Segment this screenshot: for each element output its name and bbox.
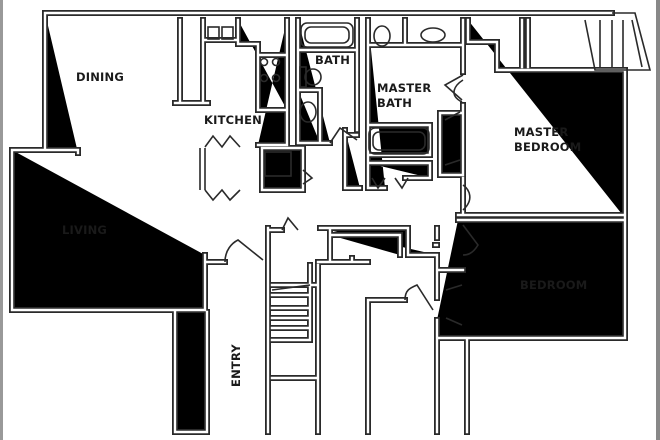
burner-icon — [271, 73, 281, 83]
room-label-dining: DINING — [76, 70, 124, 84]
bathtub-inner — [372, 131, 426, 151]
sink-icon — [207, 26, 220, 40]
toilet-icon — [373, 25, 391, 47]
bathtub-icon — [300, 22, 354, 48]
room-label-entry: ENTRY — [228, 344, 243, 387]
room-label-living: LIVING — [62, 223, 108, 237]
sink-icon — [221, 26, 234, 40]
door-swings — [199, 74, 479, 326]
fixtures — [207, 22, 446, 177]
bathtub-inner — [304, 26, 350, 44]
room-label-master-bath: MASTER BATH — [377, 81, 431, 111]
toilet-icon — [304, 68, 322, 86]
master-bedroom-line2: BEDROOM — [514, 140, 582, 154]
master-bedroom-line1: MASTER — [514, 125, 569, 139]
walls — [12, 13, 625, 432]
room-label-master-bedroom: MASTER BEDROOM — [514, 125, 581, 155]
washer-dryer-icon — [264, 151, 292, 177]
room-label-bedroom: BEDROOM — [520, 278, 588, 292]
master-bath-line1: MASTER — [377, 81, 432, 95]
bathtub-icon — [368, 127, 430, 155]
room-label-kitchen: KITCHEN — [204, 113, 262, 127]
sink-icon — [420, 27, 446, 43]
toilet-tank — [299, 66, 307, 88]
right-edge — [656, 0, 660, 440]
burner-icon — [259, 73, 269, 83]
master-bath-line2: BATH — [377, 96, 413, 110]
burner-icon — [259, 57, 269, 67]
left-edge — [0, 0, 3, 440]
stairs — [271, 12, 652, 291]
burner-icon — [271, 57, 281, 67]
sink-icon — [299, 101, 317, 123]
room-label-bath: BATH — [315, 53, 351, 67]
